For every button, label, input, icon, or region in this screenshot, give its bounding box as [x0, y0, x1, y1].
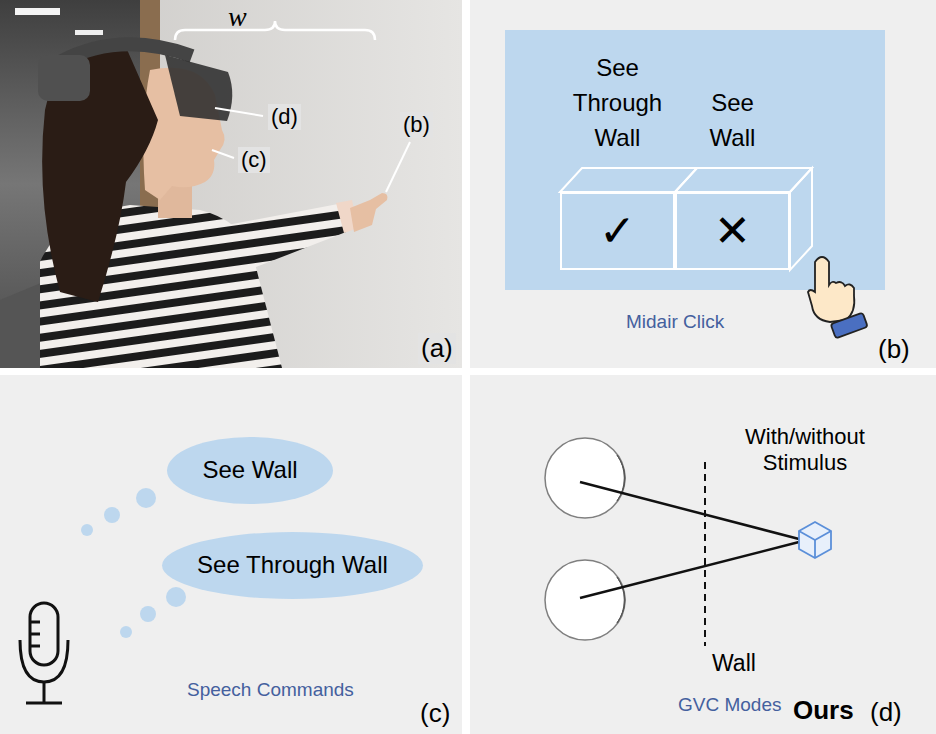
panel-background: [470, 375, 936, 734]
sleeve: [212, 204, 346, 278]
ceiling-light: [75, 30, 103, 35]
box-top: [560, 168, 697, 192]
leader-line: [212, 150, 234, 158]
ours-label: Ours: [793, 695, 854, 726]
callout-label: (c): [238, 147, 270, 173]
microphone-icon: [30, 603, 58, 665]
box-3d-edges: [560, 168, 812, 270]
method-caption: GVC Modes: [678, 694, 781, 717]
option-heading: See Through Wall: [571, 50, 663, 155]
hand-shape: [808, 257, 854, 322]
panel-label: (a): [418, 333, 456, 364]
hand-icon: [808, 257, 868, 338]
eye-left-top: [545, 438, 625, 518]
option-symbol: ✓: [599, 209, 636, 253]
leader-line: [215, 108, 263, 116]
eye-left-bottom: [617, 577, 625, 623]
eye-left-bottom: [545, 560, 625, 640]
speech-dots: [140, 606, 156, 622]
panel-background: [470, 0, 936, 368]
box-face: ✓: [560, 192, 675, 270]
microphone-icon: [30, 621, 40, 624]
panel-label: (b): [878, 334, 910, 365]
wall-label: Wall: [712, 650, 756, 678]
speech-command: See Wall: [202, 456, 297, 485]
eye-left-top: [545, 438, 625, 518]
microphone-icon: [30, 645, 40, 648]
box-side: [790, 168, 812, 270]
wall: [0, 0, 462, 368]
speech-dots: [120, 626, 132, 638]
box-face: ✕: [675, 192, 790, 270]
method-caption: Speech Commands: [187, 679, 354, 702]
wall-line: [704, 462, 706, 646]
eye-left-bottom: [545, 560, 625, 640]
speech-dots: [81, 524, 93, 536]
width-brace: [175, 21, 375, 40]
photo-panel: [0, 0, 462, 368]
speech-command: See Through Wall: [197, 551, 388, 580]
stimulus-cube: [799, 522, 831, 558]
speech-dots: [136, 488, 156, 508]
panel-label: (c): [420, 698, 450, 729]
blue-panel: [505, 30, 885, 290]
speech-bubble: See Through Wall: [162, 532, 423, 599]
ceiling-light: [15, 8, 60, 15]
option-symbol: ✕: [714, 209, 751, 253]
option-box: See Through Wall ✓: [555, 45, 680, 275]
microphone-icon: [26, 702, 62, 705]
headset-back: [38, 55, 90, 101]
callout-label: (b): [400, 112, 433, 138]
headset-visor: [165, 55, 232, 121]
microphone-icon: [30, 633, 40, 636]
callout-label: (d): [268, 104, 301, 130]
option-box: See Wall ✕: [670, 45, 795, 275]
leader-line: [386, 142, 410, 192]
hand-cuff: [831, 313, 868, 339]
stimulus-label: With/without Stimulus: [735, 424, 875, 477]
stimulus-cube: [799, 522, 831, 558]
microphone-icon: [20, 603, 68, 703]
microphone-icon: [20, 640, 68, 682]
speech-bubble: See Wall: [167, 437, 333, 504]
option-heading: See Wall: [686, 85, 778, 155]
method-caption: Midair Click: [626, 311, 724, 334]
speech-dots: [104, 507, 120, 523]
stimulus-cube: [799, 531, 831, 540]
microphone-icon: [43, 682, 46, 702]
sight-line: [580, 542, 799, 598]
hand: [350, 193, 387, 232]
box-top: [675, 168, 812, 192]
dimension-label: w: [228, 0, 247, 34]
sight-line: [580, 482, 799, 539]
speech-dots: [166, 587, 186, 607]
stimulus-cube: [814, 540, 816, 558]
panel-label: (d): [870, 697, 902, 728]
panel-background: [0, 375, 462, 734]
